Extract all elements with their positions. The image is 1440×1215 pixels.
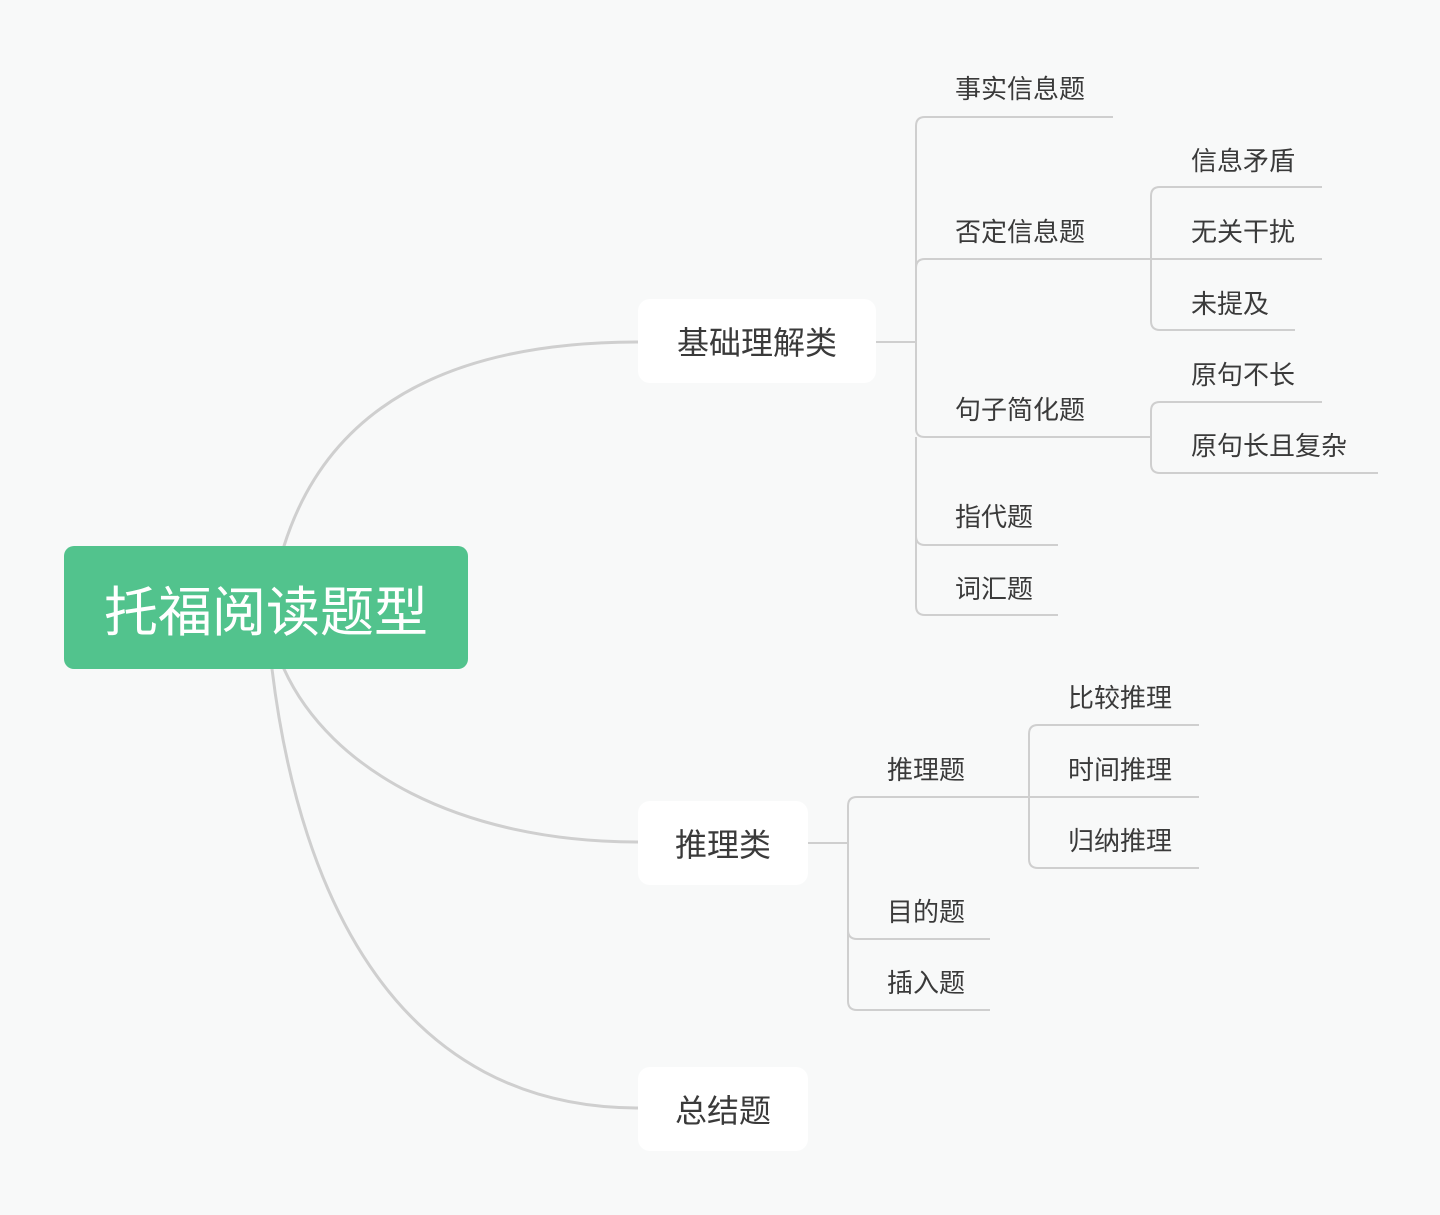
node-info-conflict[interactable]: 信息矛盾 <box>1191 147 1296 177</box>
connector-inference-insert <box>847 930 990 1011</box>
node-short-sentence[interactable]: 原句不长 <box>1191 361 1296 391</box>
connector-basic-vocab <box>915 536 1058 616</box>
connector-negative-conflict <box>1150 186 1322 259</box>
branch-summary[interactable]: 总结题 <box>638 1067 808 1151</box>
node-not-mentioned[interactable]: 未提及 <box>1191 290 1270 320</box>
connector-root-summary <box>270 667 640 1110</box>
connector-reasoning-induction <box>1028 797 1199 869</box>
connector-inference-reasoning <box>847 796 1029 843</box>
connector-reasoning-compare <box>1028 724 1199 797</box>
connector-basic-simplify <box>915 342 1151 438</box>
root-node[interactable]: 托福阅读题型 <box>64 546 468 669</box>
node-vocabulary[interactable]: 词汇题 <box>955 575 1034 605</box>
connector-basic-fact <box>915 116 1113 342</box>
node-insert[interactable]: 插入题 <box>887 969 966 999</box>
branch-basic-comprehension[interactable]: 基础理解类 <box>638 299 876 383</box>
node-long-complex-sentence[interactable]: 原句长且复杂 <box>1191 432 1348 462</box>
connector-simplify-long <box>1150 437 1378 474</box>
node-irrelevant-interference[interactable]: 无关干扰 <box>1191 218 1296 248</box>
node-reference[interactable]: 指代题 <box>955 503 1034 533</box>
node-fact-info[interactable]: 事实信息题 <box>955 75 1086 105</box>
node-purpose[interactable]: 目的题 <box>887 898 966 928</box>
connector-negative-unmentioned <box>1150 259 1295 331</box>
connector-simplify-short <box>1150 401 1322 437</box>
node-negative-info[interactable]: 否定信息题 <box>955 218 1086 248</box>
node-induction-reasoning[interactable]: 归纳推理 <box>1068 827 1173 857</box>
branch-inference[interactable]: 推理类 <box>638 801 808 885</box>
connector-root-basic <box>282 340 640 548</box>
node-compare-reasoning[interactable]: 比较推理 <box>1068 684 1173 714</box>
node-reasoning[interactable]: 推理题 <box>887 756 966 786</box>
node-time-reasoning[interactable]: 时间推理 <box>1068 756 1173 786</box>
connector-root-inference <box>282 667 640 844</box>
connector-basic-negative <box>915 258 1151 269</box>
node-sentence-simplify[interactable]: 句子简化题 <box>955 396 1086 426</box>
